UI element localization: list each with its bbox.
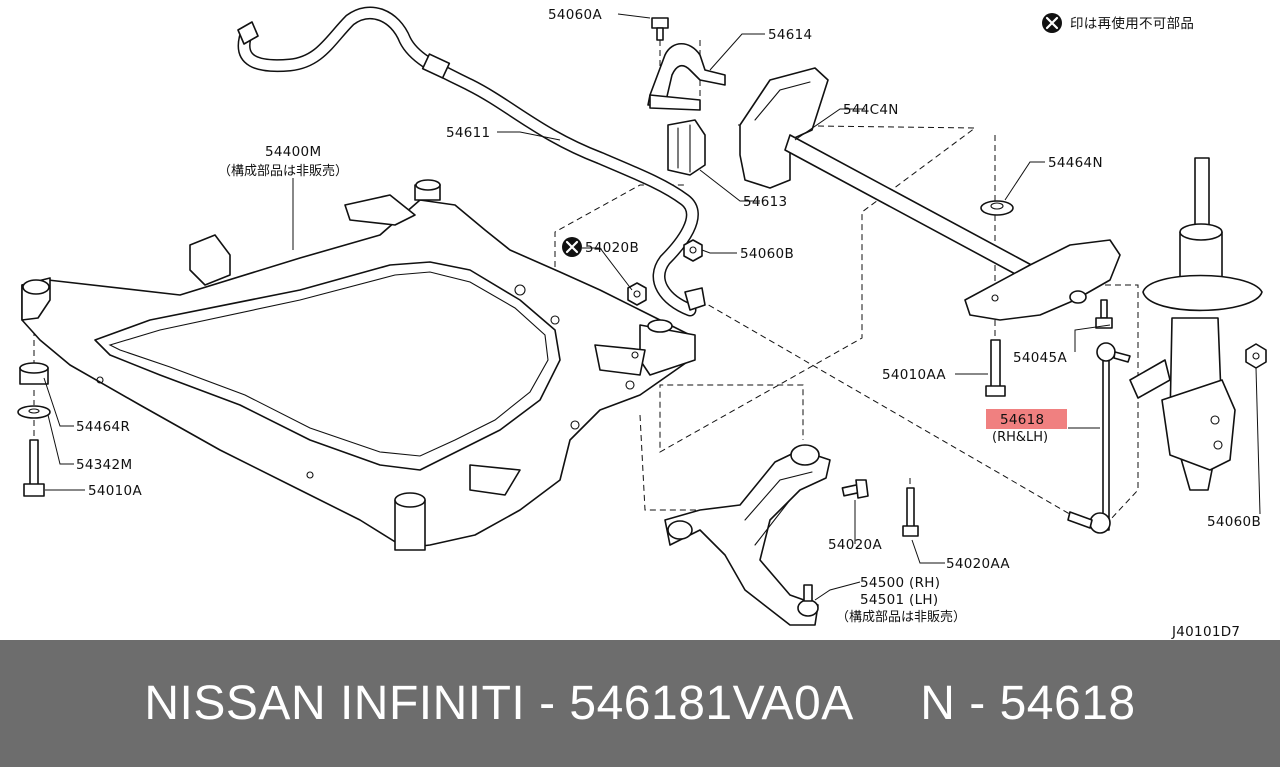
label-54501[interactable]: 54501 (LH) [860,592,938,608]
notice: 印は再使用不可部品 [1042,13,1194,33]
not-reusable-mark-icon [1042,13,1062,33]
label-54611[interactable]: 54611 [446,125,490,141]
bushing-54464R [19,362,49,385]
label-54020B[interactable]: 54020B [585,240,639,256]
label-54613[interactable]: 54613 [743,194,787,210]
label-54010AA[interactable]: 54010AA [882,367,946,383]
label-54060B-right[interactable]: 54060B [1207,514,1261,530]
notice-text: 印は再使用不可部品 [1070,15,1194,32]
diagram-code: J40101D7 [1171,624,1240,640]
member-544C4N [739,67,1121,321]
bolt-54010A [23,439,45,497]
clamp-54614 [647,17,726,111]
washer-54464N [980,200,1014,216]
label-54045A[interactable]: 54045A [1013,350,1067,366]
label-54614[interactable]: 54614 [768,27,812,43]
label-54020AA[interactable]: 54020AA [946,556,1010,572]
footer-banner: NISSAN INFINITI - 546181VA0A N - 54618 [0,640,1280,767]
label-544C4N[interactable]: 544C4N [843,102,899,118]
nut-54060B-right [1245,343,1267,369]
bushing-54613 [667,119,706,176]
label-54060A[interactable]: 54060A [548,7,602,23]
bolt-54010AA [985,339,1006,397]
subframe-54400M [21,179,696,551]
label-54010A[interactable]: 54010A [88,483,142,499]
label-54618[interactable]: 54618 [1000,412,1044,428]
nut-54020B [627,282,647,306]
label-54060B-upper[interactable]: 54060B [740,246,794,262]
lower-arm-54500-54501 [664,444,831,626]
stabilizer-link-54618[interactable] [1067,342,1131,534]
label-5450x-note: （構成部品は非販売） [836,609,966,625]
not-reusable-mark-icon [562,237,582,257]
footer-text: NISSAN INFINITI - 546181VA0A N - 54618 [144,677,1136,730]
label-54400M-note: （構成部品は非販売） [218,163,348,179]
strut-assembly [1129,157,1263,491]
label-54020A[interactable]: 54020A [828,537,882,553]
nut-54060B-upper [683,239,703,262]
bolt-54020A [841,479,869,499]
label-54342M[interactable]: 54342M [76,457,132,473]
label-54464N[interactable]: 54464N [1048,155,1103,171]
label-54500[interactable]: 54500 (RH) [860,575,940,591]
label-54618-side: (RH&LH) [992,430,1048,445]
part-labels: 54060A 54614 544C4N 54611 54400M （構成部品は非… [76,7,1261,640]
label-54464R[interactable]: 54464R [76,419,130,435]
label-54400M[interactable]: 54400M [265,144,321,160]
bolt-54045A [1095,299,1113,329]
highlight-54618 [986,409,1067,429]
parts-diagram: 印は再使用不可部品 54060A 54614 544C4N 54611 5440… [17,6,1267,640]
leader-lines [43,13,1261,601]
bolt-54020AA [902,487,919,537]
stabilizer-bar-54611 [237,6,706,317]
washer-54342M [17,405,51,419]
